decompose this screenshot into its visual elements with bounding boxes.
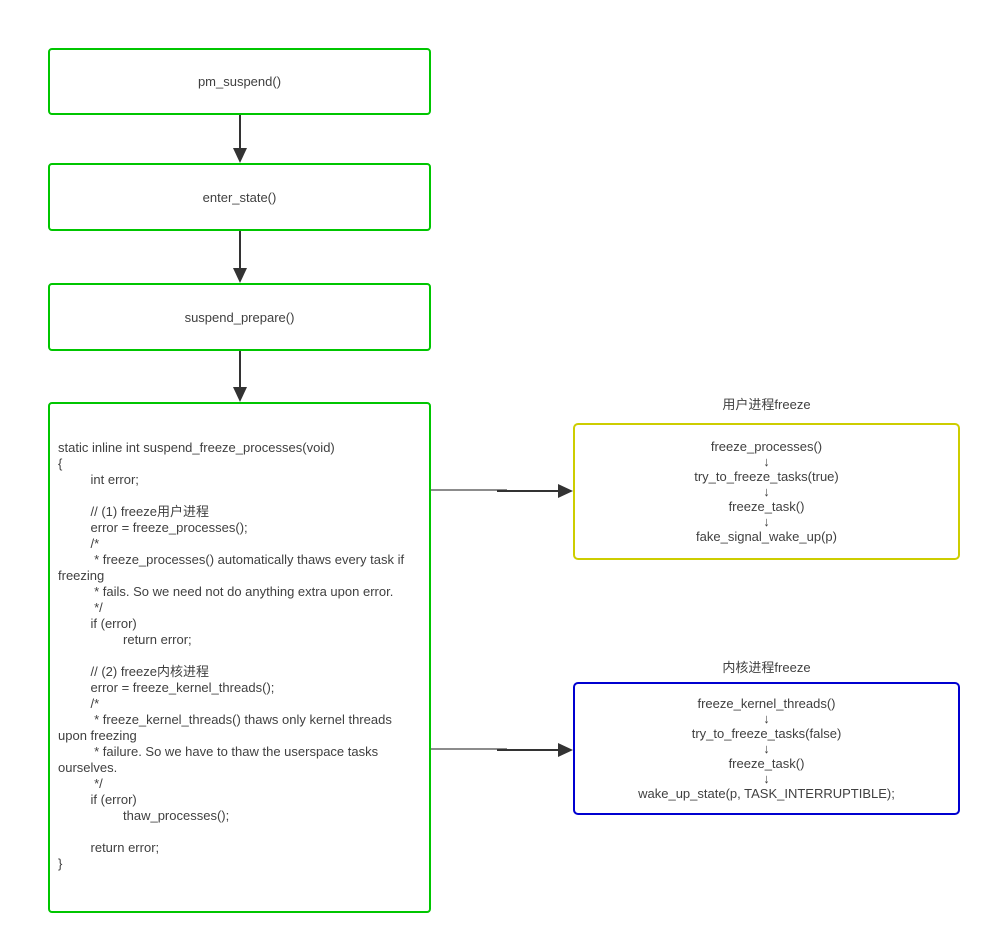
right-arrow-icon	[558, 743, 573, 757]
flow-box-enter-state: enter_state()	[48, 163, 431, 231]
right-arrow-line	[497, 490, 559, 492]
down-arrow-icon	[233, 148, 247, 163]
down-arrow-glyph-icon: ↓	[763, 514, 770, 529]
down-arrow-glyph-icon: ↓	[763, 454, 770, 469]
right-arrow-line	[431, 748, 507, 750]
code-box: static inline int suspend_freeze_process…	[48, 402, 431, 913]
flow-box-label: pm_suspend()	[197, 74, 282, 89]
down-arrow-glyph-icon: ↓	[763, 711, 770, 726]
freeze-step: freeze_processes()	[710, 439, 823, 454]
down-arrow-glyph-icon: ↓	[763, 771, 770, 786]
user-freeze-title: 用户进程freeze	[722, 397, 811, 412]
code-text: static inline int suspend_freeze_process…	[58, 440, 405, 871]
freeze-step: freeze_task()	[728, 756, 805, 771]
down-arrow-glyph-icon: ↓	[763, 484, 770, 499]
down-arrow-icon	[233, 268, 247, 283]
freeze-step: wake_up_state(p, TASK_INTERRUPTIBLE);	[638, 786, 895, 801]
down-arrow-glyph-icon: ↓	[763, 741, 770, 756]
flow-box-label: suspend_prepare()	[184, 309, 295, 325]
right-arrow-icon	[558, 484, 573, 498]
down-arrow-line	[239, 351, 241, 388]
kernel-freeze-title: 内核进程freeze	[722, 660, 811, 675]
right-arrow-line	[497, 749, 559, 751]
flow-box-pm-suspend: pm_suspend()	[48, 48, 431, 115]
right-arrow-line	[431, 489, 507, 491]
freeze-step: freeze_task()	[728, 499, 805, 514]
freeze-step: freeze_kernel_threads()	[697, 696, 836, 711]
kernel-freeze-box: freeze_kernel_threads() ↓ try_to_freeze_…	[573, 682, 960, 815]
freeze-step: try_to_freeze_tasks(true)	[694, 469, 839, 484]
down-arrow-line	[239, 231, 241, 269]
freeze-step: try_to_freeze_tasks(false)	[691, 726, 842, 741]
user-freeze-box: freeze_processes() ↓ try_to_freeze_tasks…	[573, 423, 960, 560]
freeze-step: fake_signal_wake_up(p)	[696, 529, 837, 544]
flow-box-suspend-prepare: suspend_prepare()	[48, 283, 431, 351]
down-arrow-line	[239, 115, 241, 149]
flow-box-label: enter_state()	[202, 189, 277, 205]
down-arrow-icon	[233, 387, 247, 402]
